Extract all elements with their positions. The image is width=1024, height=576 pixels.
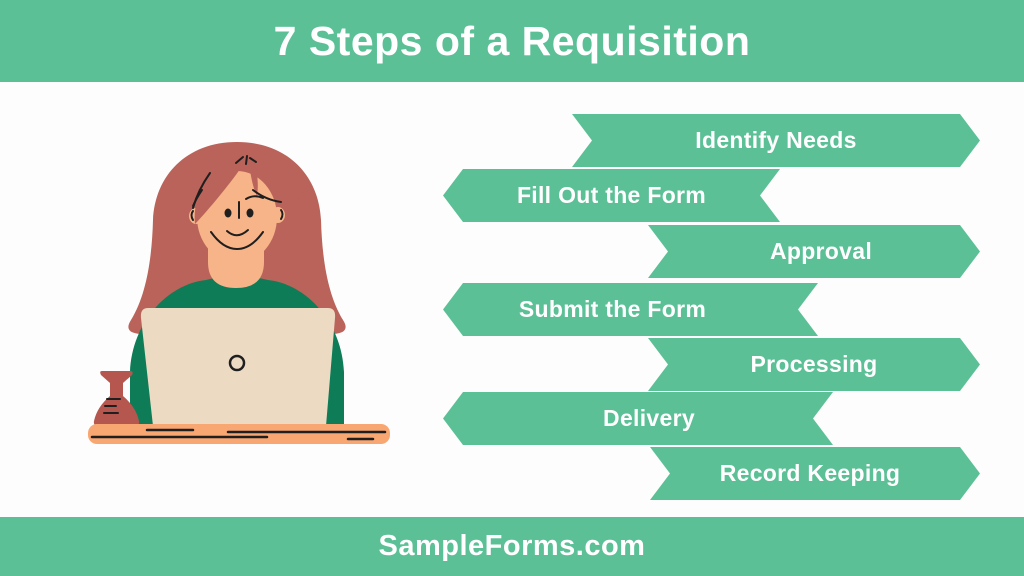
- bang-strand-line-short: [192, 189, 203, 207]
- step-banner-record-keeping: Record Keeping: [650, 447, 980, 500]
- page-title: 7 Steps of a Requisition: [273, 17, 751, 64]
- left-ear-mark: [190, 210, 194, 221]
- step-banner-delivery: Delivery: [443, 392, 833, 445]
- footer-band: SampleForms.com: [0, 517, 1024, 576]
- right-eyebrow: [245, 195, 264, 200]
- person-illustration: [88, 142, 390, 444]
- vase-lines: [103, 398, 121, 414]
- step-banner-processing: Processing: [648, 338, 980, 391]
- left-eye: [224, 208, 232, 218]
- bangs-right: [248, 153, 304, 199]
- footer-site-name: SampleForms.com: [378, 530, 646, 562]
- step-banner-submit-the-form: Submit the Form: [443, 283, 818, 336]
- step-label: Delivery: [603, 405, 695, 431]
- smile: [226, 229, 249, 237]
- bangs-left: [194, 154, 248, 224]
- step-banner-identify-needs: Identify Needs: [572, 114, 980, 167]
- step-banner-approval: Approval: [648, 225, 980, 278]
- jaw-line: [210, 231, 264, 251]
- laptop: [140, 308, 336, 426]
- bangs-strand: [248, 154, 258, 196]
- step-label: Fill Out the Form: [516, 182, 707, 208]
- step-label: Approval: [769, 238, 873, 264]
- right-bang-edge-line: [252, 189, 282, 203]
- step-label: Processing: [750, 351, 878, 377]
- step-label: Record Keeping: [719, 460, 901, 486]
- laptop-logo: [228, 354, 246, 372]
- step-label: Submit the Form: [518, 296, 707, 322]
- right-eye: [246, 208, 254, 218]
- desk: [88, 424, 390, 444]
- step-label: Identify Needs: [695, 127, 857, 153]
- header-band: 7 Steps of a Requisition: [0, 0, 1024, 82]
- right-ear-mark: [280, 209, 284, 220]
- step-banner-fill-out-the-form: Fill Out the Form: [443, 169, 780, 222]
- desk-grain-lines: [90, 428, 387, 441]
- hair-part-marks: [235, 155, 257, 165]
